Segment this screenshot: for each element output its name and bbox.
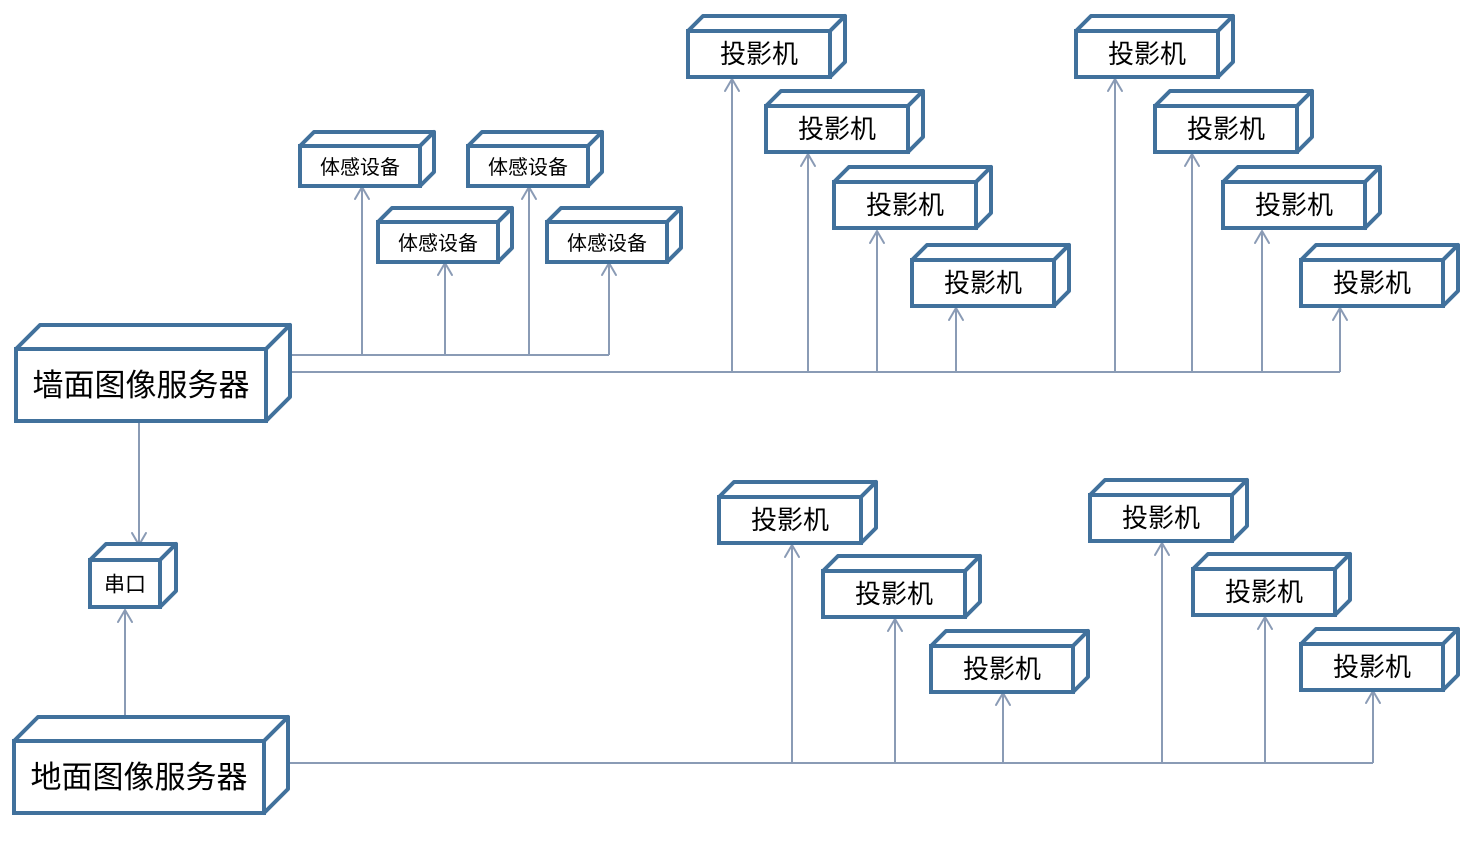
wall-projector-4-label: 投影机 xyxy=(944,269,1022,299)
wall-projector-1: 投影机 xyxy=(686,14,847,79)
floor-projector-5-label: 投影机 xyxy=(1225,578,1303,608)
floor-projector-6-face xyxy=(1299,642,1445,692)
motion-sensor-2-label: 体感设备 xyxy=(488,155,568,179)
wall-projector-6-face xyxy=(1153,104,1299,154)
floor-projector-3: 投影机 xyxy=(929,629,1090,694)
floor-projector-3-top xyxy=(929,629,1090,648)
floor-projector-4-top xyxy=(1088,478,1249,497)
floor-projector-3-label: 投影机 xyxy=(963,655,1041,685)
floor-projector-1-label: 投影机 xyxy=(751,506,829,536)
motion-sensor-2: 体感设备 xyxy=(466,130,604,188)
floor-projector-4-label: 投影机 xyxy=(1122,504,1200,534)
wall-projector-5-label: 投影机 xyxy=(1108,40,1186,70)
wall-projector-3-top xyxy=(832,165,993,184)
floor-to-serial-arrowhead xyxy=(117,609,133,623)
floor-image-server-top xyxy=(12,715,290,743)
floor-projector-6-top xyxy=(1299,627,1460,646)
motion-sensor-1-label: 体感设备 xyxy=(320,155,400,179)
wall-projector-1-label: 投影机 xyxy=(720,40,798,70)
serial-port: 串口 xyxy=(88,542,178,609)
motion-sensor-3-top xyxy=(376,206,514,224)
floor-projector-2-face xyxy=(821,569,967,619)
wall-projector-7: 投影机 xyxy=(1221,165,1382,230)
wall-projector-5-top xyxy=(1074,14,1235,33)
wall-projector-2-label: 投影机 xyxy=(798,115,876,145)
floor-image-server-label: 地面图像服务器 xyxy=(31,760,248,796)
floor-projector-6-label: 投影机 xyxy=(1333,653,1411,683)
motion-sensor-2-top xyxy=(466,130,604,148)
motion-sensor-4: 体感设备 xyxy=(545,206,683,264)
wall-projector-1-top xyxy=(686,14,847,33)
wall-projector-5-face xyxy=(1074,29,1220,79)
wall-projector-6: 投影机 xyxy=(1153,89,1314,154)
floor-projector-2-label: 投影机 xyxy=(855,580,933,610)
motion-sensor-3-label: 体感设备 xyxy=(398,231,478,255)
motion-sensor-1: 体感设备 xyxy=(298,130,436,188)
wall-projector-8-top xyxy=(1299,243,1460,262)
floor-projector-3-face xyxy=(929,644,1075,694)
wall-projector-6-top xyxy=(1153,89,1314,108)
motion-sensor-3-face xyxy=(376,220,500,264)
floor-projector-4: 投影机 xyxy=(1088,478,1249,543)
wall-projector-link-3-arrowhead xyxy=(869,230,885,244)
wall-projector-2: 投影机 xyxy=(764,89,925,154)
motion-sensor-1-top xyxy=(298,130,436,148)
wall-image-server-top xyxy=(14,323,292,351)
floor-projector-5-face xyxy=(1191,567,1337,617)
wall-projector-5: 投影机 xyxy=(1074,14,1235,79)
nodes: 墙面图像服务器地面图像服务器串口体感设备体感设备体感设备体感设备投影机投影机投影… xyxy=(12,14,1460,815)
wall-projector-7-face xyxy=(1221,180,1367,230)
wall-projector-7-label: 投影机 xyxy=(1255,191,1333,221)
motion-sensor-4-face xyxy=(545,220,669,264)
floor-projector-1-face xyxy=(717,495,863,545)
wall-projector-3: 投影机 xyxy=(832,165,993,230)
wall-image-server-face xyxy=(14,347,268,423)
floor-projector-5: 投影机 xyxy=(1191,552,1352,617)
wall-projector-1-face xyxy=(686,29,832,79)
wall-projector-6-label: 投影机 xyxy=(1187,115,1265,145)
wall-projector-8-face xyxy=(1299,258,1445,308)
motion-sensor-2-face xyxy=(466,144,590,188)
floor-image-server: 地面图像服务器 xyxy=(12,715,290,815)
wall-image-server: 墙面图像服务器 xyxy=(14,323,292,423)
wall-projector-3-label: 投影机 xyxy=(866,191,944,221)
wall-projector-2-face xyxy=(764,104,910,154)
floor-projector-2-top xyxy=(821,554,982,573)
serial-port-face xyxy=(88,558,162,609)
wall-projector-7-top xyxy=(1221,165,1382,184)
wall-projector-8-label: 投影机 xyxy=(1333,269,1411,299)
floor-projector-4-face xyxy=(1088,493,1234,543)
motion-sensor-4-label: 体感设备 xyxy=(567,231,647,255)
floor-projector-5-top xyxy=(1191,552,1352,571)
floor-image-server-face xyxy=(12,739,266,815)
wall-projector-4-top xyxy=(910,243,1071,262)
wall-projector-3-face xyxy=(832,180,978,230)
wall-projector-4-face xyxy=(910,258,1056,308)
motion-sensor-3: 体感设备 xyxy=(376,206,514,264)
wall-projector-2-top xyxy=(764,89,925,108)
wall-projector-4: 投影机 xyxy=(910,243,1071,308)
wall-image-server-label: 墙面图像服务器 xyxy=(33,368,250,404)
floor-projector-1-top xyxy=(717,480,878,499)
wall-projector-8: 投影机 xyxy=(1299,243,1460,308)
serial-port-label: 串口 xyxy=(104,573,146,597)
connectors xyxy=(117,78,1381,764)
motion-sensor-4-top xyxy=(545,206,683,224)
floor-projector-2: 投影机 xyxy=(821,554,982,619)
motion-sensor-1-face xyxy=(298,144,422,188)
floor-projector-6: 投影机 xyxy=(1299,627,1460,692)
floor-projector-1: 投影机 xyxy=(717,480,878,545)
wall-projector-link-7-arrowhead xyxy=(1254,230,1270,244)
